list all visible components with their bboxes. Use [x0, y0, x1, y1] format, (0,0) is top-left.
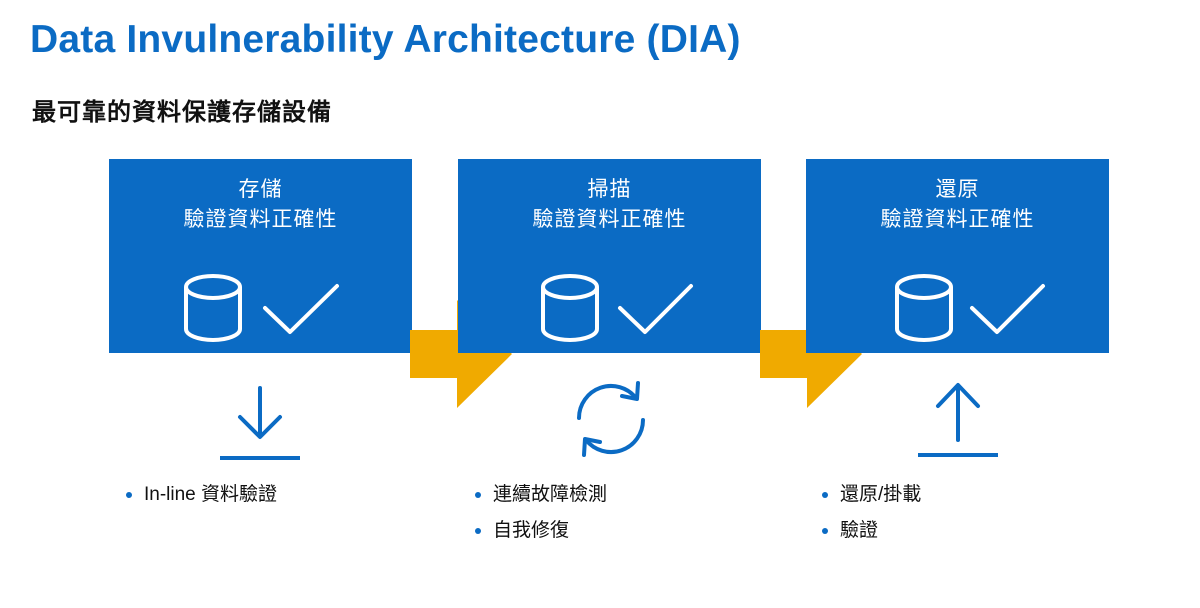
list-item-text: 驗證: [840, 520, 879, 541]
stage-box-scan: 掃描 驗證資料正確性: [458, 159, 761, 353]
list-item: 自我修復: [475, 518, 607, 554]
stage-icons: [184, 274, 339, 342]
page-title: Data Invulnerability Architecture (DIA): [30, 18, 741, 61]
stage-title-line2: 驗證資料正確性: [880, 208, 1035, 231]
stage-title-line2: 驗證資料正確性: [183, 208, 338, 231]
list-item: 還原/掛載: [822, 482, 921, 518]
stage-title: 還原 驗證資料正確性: [806, 175, 1109, 235]
list-item: 連續故障檢測: [475, 482, 607, 518]
bullet-dot: [126, 492, 132, 498]
stage-title-line2: 驗證資料正確性: [532, 208, 687, 231]
stage-title: 存儲 驗證資料正確性: [109, 175, 412, 235]
database-icon: [895, 274, 953, 342]
stage-3-bullet-list: 還原/掛載 驗證: [822, 482, 921, 554]
database-icon: [541, 274, 599, 342]
list-item-text: 還原/掛載: [840, 484, 922, 505]
list-item-text: 連續故障檢測: [493, 484, 608, 505]
list-item: In-line 資料驗證: [126, 482, 277, 518]
checkmark-icon: [970, 284, 1045, 334]
download-arrow-icon: [220, 386, 300, 460]
stage-icons: [895, 274, 1045, 342]
bullet-dot: [822, 528, 828, 534]
list-item-text: In-line 資料驗證: [144, 484, 278, 505]
checkmark-icon: [618, 284, 693, 334]
database-icon: [184, 274, 242, 342]
stage-title: 掃描 驗證資料正確性: [458, 175, 761, 235]
stage-title-line1: 存儲: [238, 178, 283, 201]
stage-box-restore: 還原 驗證資料正確性: [806, 159, 1109, 353]
list-item-text: 自我修復: [493, 520, 570, 541]
checkmark-icon: [263, 284, 339, 334]
bullet-dot: [475, 528, 481, 534]
list-item: 驗證: [822, 518, 921, 554]
stage-title-line1: 掃描: [587, 178, 632, 201]
bullet-dot: [822, 492, 828, 498]
bullet-dot: [475, 492, 481, 498]
upload-arrow-icon: [918, 383, 998, 457]
stage-icons: [541, 274, 693, 342]
stage-title-line1: 還原: [935, 178, 980, 201]
flow-arrow-2: [760, 300, 862, 408]
refresh-cycle-icon: [577, 381, 645, 457]
stage-1-bullet-list: In-line 資料驗證: [126, 482, 277, 518]
stage-2-bullet-list: 連續故障檢測 自我修復: [475, 482, 607, 554]
page-subtitle: 最可靠的資料保護存儲設備: [32, 99, 332, 126]
flow-arrow-1: [410, 300, 512, 408]
stage-box-store: 存儲 驗證資料正確性: [109, 159, 412, 353]
